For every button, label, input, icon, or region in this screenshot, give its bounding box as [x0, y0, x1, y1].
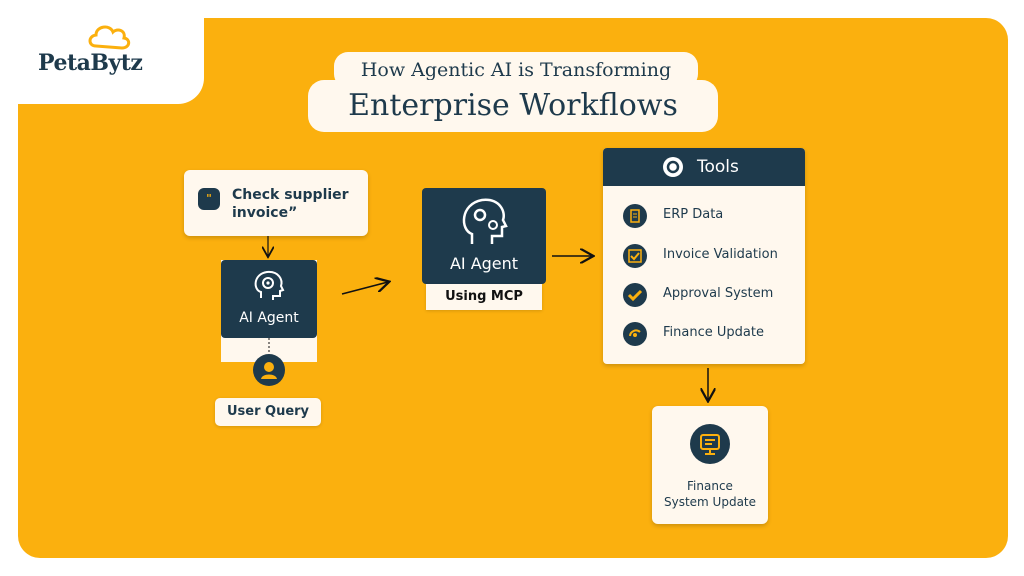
head-gear-icon [462, 198, 508, 244]
head-gear-icon [254, 270, 285, 300]
tool-label: ERP Data [663, 207, 724, 222]
page-title: Enterprise Workflows [308, 80, 718, 132]
tool-item: Finance Update [623, 322, 803, 346]
document-icon [623, 204, 647, 228]
query-text: Check supplier invoice” [232, 187, 349, 221]
finance-label-line-2: System Update [663, 495, 757, 509]
finance-update-card: Finance System Update [652, 406, 768, 524]
tools-header: Tools [603, 148, 805, 186]
finance-label: Finance System Update [652, 478, 768, 510]
cloud-logo-icon [88, 25, 131, 50]
tool-label: Approval System [663, 286, 774, 301]
tool-item: ERP Data [623, 204, 803, 228]
tool-label: Invoice Validation [663, 247, 778, 262]
finance-label-line-1: Finance [687, 479, 733, 493]
brand-logo: PetaBytz [38, 50, 143, 76]
query-bubble: " Check supplier invoice” [184, 170, 368, 236]
user-query-label: User Query [215, 398, 321, 426]
refresh-icon [623, 322, 647, 346]
tool-item: Invoice Validation [623, 244, 803, 268]
gear-icon [663, 157, 683, 177]
tool-label: Finance Update [663, 325, 764, 340]
agent-label: AI Agent [239, 310, 299, 326]
ai-agent-left: AI Agent [221, 260, 317, 338]
ai-agent-center: AI Agent [422, 188, 546, 284]
checkmark-icon [623, 283, 647, 307]
checkbox-icon [623, 244, 647, 268]
tools-panel: Tools ERP Data Invoice Validation Approv… [603, 148, 805, 364]
mcp-badge: Using MCP [426, 284, 542, 310]
logo-tab [18, 18, 204, 104]
tool-item: Approval System [623, 283, 803, 307]
tools-title: Tools [697, 157, 739, 177]
user-icon [253, 354, 285, 386]
monitor-icon [690, 424, 730, 464]
agent-label: AI Agent [449, 254, 519, 273]
arrow-agent-to-mcp-agent [341, 282, 388, 295]
quote-icon: " [198, 188, 220, 210]
